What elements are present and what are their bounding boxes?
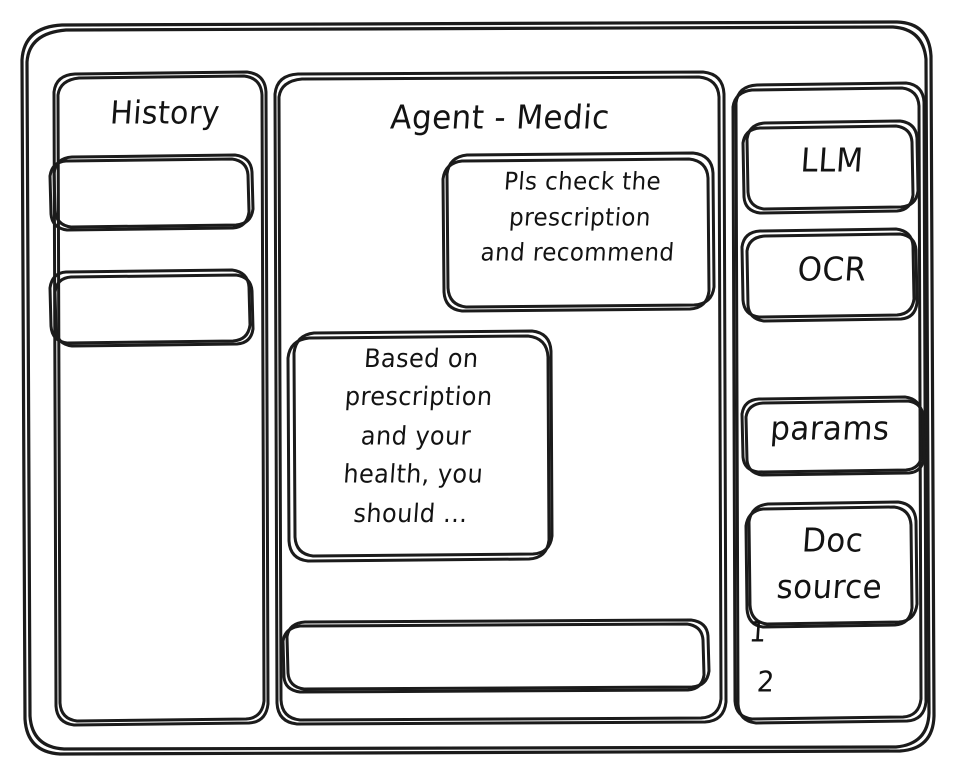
history-item-2[interactable] bbox=[50, 270, 253, 346]
doc-source-block[interactable] bbox=[746, 502, 917, 627]
agent-message-bubble-outline bbox=[286, 329, 554, 563]
ocr-block-outline bbox=[740, 227, 919, 323]
doc-source-item-1[interactable] bbox=[745, 612, 805, 654]
center-panel-outline bbox=[273, 70, 728, 726]
params-block-outline bbox=[740, 395, 926, 477]
user-message-bubble-outline bbox=[441, 151, 716, 313]
composer-outline bbox=[281, 618, 711, 694]
doc-source-block-outline bbox=[744, 500, 919, 629]
params-block[interactable] bbox=[742, 397, 924, 475]
window-frame bbox=[20, 20, 936, 756]
ocr-block[interactable] bbox=[742, 229, 917, 321]
left-panel-outline bbox=[52, 70, 270, 727]
history-item-1-outline bbox=[48, 153, 255, 232]
doc-source-item-2[interactable] bbox=[750, 662, 810, 704]
right-panel-outline bbox=[731, 81, 928, 725]
llm-block[interactable] bbox=[743, 121, 918, 213]
history-item-1[interactable] bbox=[50, 155, 253, 230]
llm-block-outline bbox=[741, 119, 920, 215]
user-message-bubble bbox=[443, 153, 714, 311]
agent-message-bubble bbox=[288, 331, 552, 561]
history-item-2-outline bbox=[48, 268, 255, 348]
composer-input[interactable] bbox=[283, 620, 709, 692]
